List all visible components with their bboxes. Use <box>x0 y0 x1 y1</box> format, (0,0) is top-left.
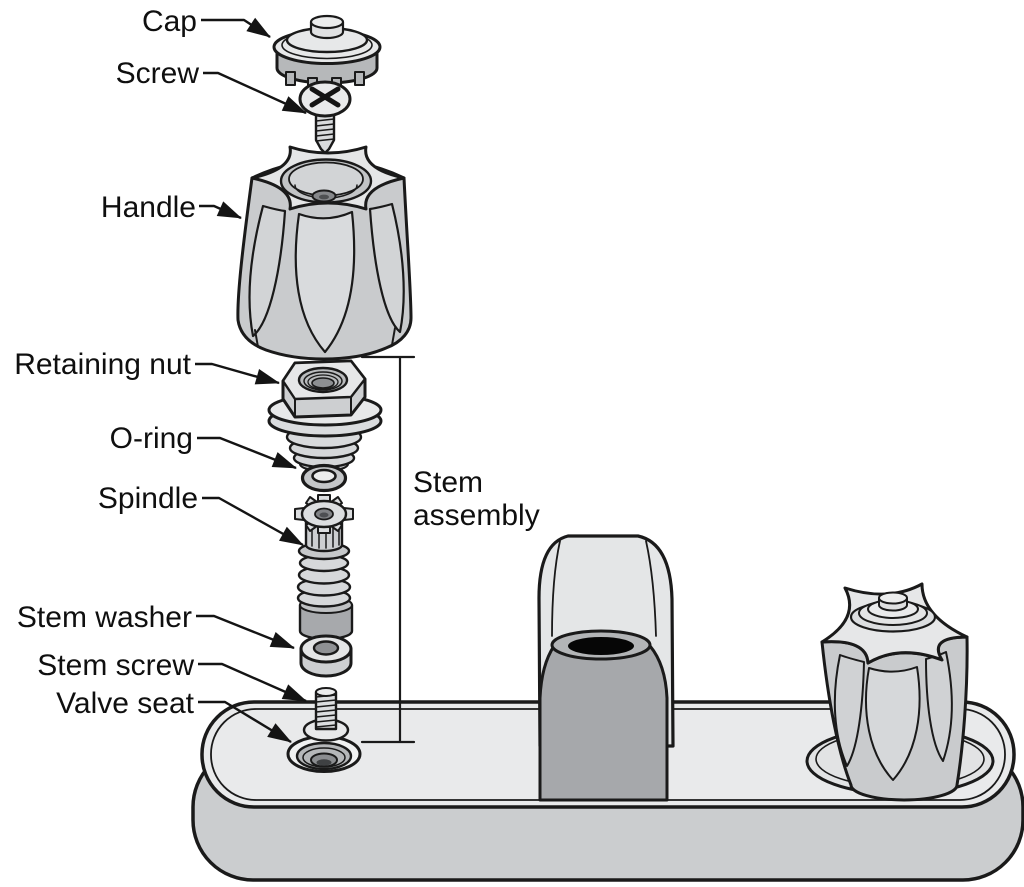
valve-seat-arrow <box>198 700 292 744</box>
retaining-nut-arrow <box>195 362 280 385</box>
nut-hole-thread <box>307 374 339 390</box>
stem-screw-arrow <box>198 662 307 703</box>
leader-arrows <box>195 17 307 744</box>
cap-arrow <box>201 17 271 39</box>
valve-seat-part <box>286 735 362 773</box>
cap-part <box>272 14 382 92</box>
retaining-nut-part <box>267 359 383 472</box>
handle-part <box>236 145 413 361</box>
flute-petal <box>248 204 287 338</box>
flute-petal <box>368 202 405 334</box>
o-ring-label: O-ring <box>110 422 193 455</box>
cap-tab <box>354 71 365 86</box>
spout-bevel-left <box>551 540 561 637</box>
cap-label: Cap <box>142 5 197 38</box>
spindle-part <box>294 494 354 641</box>
labels: Cap Screw Handle Retaining nut O-ring Sp… <box>14 5 540 720</box>
stem-assembly-label-line1: Stem <box>413 466 483 499</box>
spout-bevel-right <box>645 540 657 637</box>
retaining-nut-label: Retaining nut <box>14 348 191 381</box>
handle-center-hole-dark <box>319 194 329 200</box>
nut-hex-edges <box>294 396 352 418</box>
right-handle-button-top <box>878 591 908 605</box>
stem-washer-arrow <box>196 614 295 650</box>
spindle-label: Spindle <box>98 482 198 515</box>
cap-button-top <box>309 14 345 30</box>
handle-label: Handle <box>101 191 196 224</box>
screw-part <box>298 80 352 155</box>
spout-front-face <box>538 644 669 802</box>
spindle-arrow <box>202 496 304 547</box>
spout-opening <box>568 637 634 655</box>
screw-label: Screw <box>116 57 200 90</box>
phillips-cross-icon <box>309 86 341 108</box>
stem-screw-top <box>315 687 337 697</box>
valve-seat-hole-shadow <box>316 759 332 766</box>
spindle-spline-ridges <box>311 520 340 549</box>
screw-arrow <box>203 71 307 115</box>
stem-washer-hole <box>312 640 340 656</box>
flute-petal <box>294 210 356 354</box>
spout <box>537 534 675 802</box>
handle-arrow <box>199 201 242 220</box>
stem-washer-part <box>299 634 353 678</box>
stem-assembly-label-line2: assembly <box>413 499 540 532</box>
right-handle <box>805 582 995 802</box>
o-ring-inner <box>311 468 337 484</box>
stem-washer-label: Stem washer <box>17 601 192 634</box>
spindle-gear-hole-dark <box>319 512 329 518</box>
stem-screw-label: Stem screw <box>37 649 194 682</box>
nut-hole-thread <box>303 371 343 391</box>
stem-screw-part <box>302 687 350 742</box>
flute-petal <box>865 666 921 781</box>
o-ring-arrow <box>197 436 297 470</box>
valve-seat-label: Valve seat <box>56 687 195 720</box>
nut-hole <box>311 377 335 389</box>
stem-assembly-bracket <box>360 355 416 744</box>
flute-petal <box>833 654 865 767</box>
handle-facet-lines <box>254 327 396 348</box>
o-ring-part <box>300 463 348 493</box>
cap-tab <box>285 71 296 86</box>
